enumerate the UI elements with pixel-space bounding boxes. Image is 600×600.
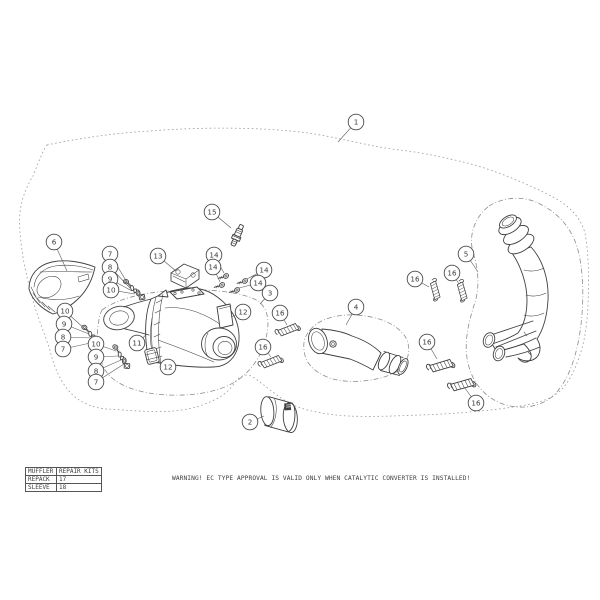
callout-number-6: 6 (52, 238, 57, 247)
spring-drawing (425, 357, 456, 375)
callout-number-2: 2 (248, 418, 253, 427)
callout-number-7: 7 (108, 250, 113, 259)
heat-plate-drawing (216, 303, 234, 329)
spring-drawing (446, 377, 477, 393)
callout-number-5: 5 (464, 250, 469, 259)
callout-number-8: 8 (61, 333, 66, 342)
callout-number-1: 1 (354, 118, 359, 127)
callout-number-3: 3 (268, 289, 273, 298)
callout-bubble-16 (406, 270, 424, 288)
spring-drawing (428, 277, 442, 302)
spring-drawing (274, 321, 302, 339)
callout-bubble-12 (234, 303, 252, 321)
callout-number-10: 10 (91, 340, 101, 349)
bolt-drawing (213, 280, 226, 292)
callout-bubble-14 (204, 258, 222, 276)
bolt-drawing (228, 285, 241, 297)
callout-bubble-14 (249, 274, 267, 292)
system-boundary-outline (19, 127, 589, 417)
callout-bubble-16 (467, 394, 485, 412)
callout-number-13: 13 (153, 252, 162, 261)
callout-bubble-10 (102, 281, 120, 299)
kit-table-header-col1: MUFFLER (25, 467, 57, 476)
callout-number-16: 16 (422, 338, 432, 347)
callout-number-14: 14 (208, 263, 218, 272)
callout-number-16: 16 (275, 309, 285, 318)
callout-number-9: 9 (62, 320, 67, 329)
callout-bubble-7 (87, 373, 105, 391)
callout-number-14: 14 (259, 266, 269, 275)
callout-number-14: 14 (253, 279, 263, 288)
kit-row-value: 18 (56, 483, 102, 492)
callout-bubble-6 (45, 233, 63, 251)
callout-bubble-15 (203, 203, 221, 221)
heat-shield-drawing (28, 260, 96, 315)
callout-bubble-16 (254, 338, 272, 356)
callout-number-16: 16 (410, 275, 420, 284)
callout-bubble-2 (241, 413, 259, 431)
callout-number-9: 9 (108, 275, 113, 284)
repair-kits-table: MUFFLER REPAIR KITS REPACK 17 SLEEVE 18 (25, 467, 102, 492)
callout-bubble-7 (54, 340, 72, 358)
callout-bubble-16 (443, 264, 461, 282)
callout-bubble-1 (347, 113, 365, 131)
callout-bubble-4 (347, 298, 365, 316)
kit-row-label: REPACK (25, 475, 57, 484)
callout-number-8: 8 (108, 263, 113, 272)
catalytic-converter-drawing (260, 396, 298, 434)
callout-bubble-16 (418, 333, 436, 351)
callout-number-12: 12 (163, 363, 172, 372)
muffler-drawing (103, 286, 240, 368)
callout-number-14: 14 (209, 251, 219, 260)
bolt-drawing (217, 271, 230, 283)
kit-table-header-row: MUFFLER REPAIR KITS (25, 467, 102, 476)
clamp-drawing (144, 347, 160, 365)
callout-number-7: 7 (61, 345, 66, 354)
callout-bubble-12 (159, 358, 177, 376)
kit-table-row-sleeve: SLEEVE 18 (25, 483, 102, 492)
callout-number-16: 16 (447, 269, 457, 278)
callout-bubble-16 (271, 304, 289, 322)
kit-table-header-col2: REPAIR KITS (56, 467, 102, 476)
callout-number-16: 16 (258, 343, 268, 352)
callout-number-11: 11 (132, 339, 141, 348)
callout-bubble-5 (457, 245, 475, 263)
callout-number-12: 12 (238, 308, 247, 317)
kit-row-value: 17 (56, 475, 102, 484)
callout-number-8: 8 (94, 367, 99, 376)
callout-bubble-13 (149, 247, 167, 265)
header-pipe-outline (465, 197, 584, 408)
callout-number-16: 16 (471, 399, 481, 408)
callout-number-4: 4 (354, 303, 359, 312)
link-pipe-drawing (308, 327, 409, 376)
header-pipe-drawing (482, 214, 549, 363)
callout-number-15: 15 (207, 208, 216, 217)
sensor-plug-drawing (230, 224, 244, 247)
kit-table-row-repack: REPACK 17 (25, 475, 102, 484)
callout-bubble-11 (128, 334, 146, 352)
callout-number-10: 10 (106, 286, 116, 295)
callout-number-10: 10 (60, 307, 70, 316)
kit-row-label: SLEEVE (25, 483, 57, 492)
warning-text: WARNING! EC TYPE APPROVAL IS VALID ONLY … (172, 475, 471, 482)
callout-number-9: 9 (94, 353, 99, 362)
callout-number-7: 7 (94, 378, 99, 387)
bracket-drawing (170, 263, 200, 289)
callout-bubble-3 (261, 284, 279, 302)
